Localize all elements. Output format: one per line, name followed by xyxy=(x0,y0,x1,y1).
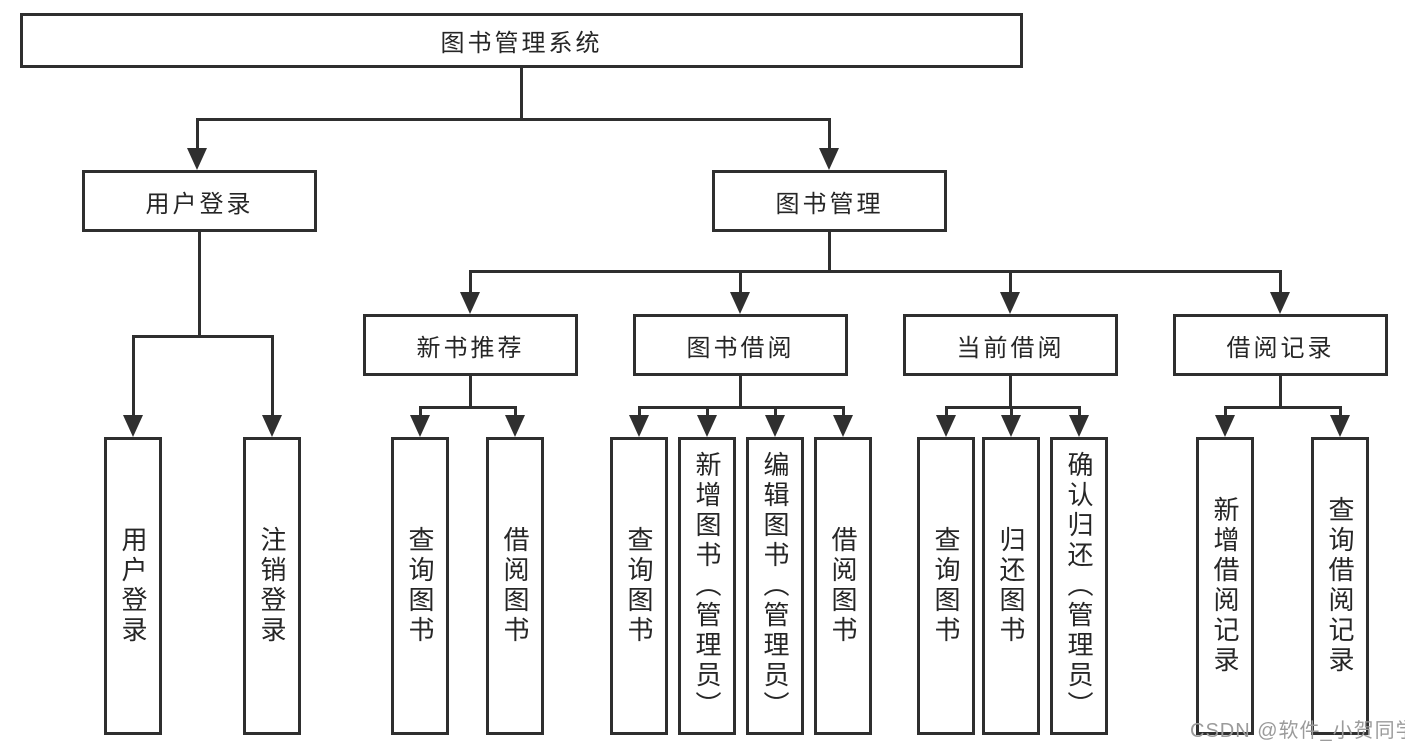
leaf-add-borrow-record: 新增借阅记录 xyxy=(1196,437,1254,735)
connector-line xyxy=(944,405,1081,409)
node-label: 借阅记录 xyxy=(1226,334,1335,362)
leaf-borrow-books-1: 借阅图书 xyxy=(486,437,544,735)
connector-line xyxy=(738,376,742,409)
connector-line xyxy=(1338,407,1342,417)
connector-line xyxy=(637,405,845,409)
node-borrowing-records: 借阅记录 xyxy=(1173,314,1388,376)
connector-line xyxy=(270,336,274,417)
connector-line xyxy=(1008,376,1012,409)
node-label: 当前借阅 xyxy=(956,334,1065,362)
leaf-edit-book-admin: 编辑图书（管理员） xyxy=(746,437,804,735)
leaf-label: 新增借阅记录 xyxy=(1210,496,1240,676)
leaf-label: 归还图书 xyxy=(996,526,1026,646)
connector-line xyxy=(827,119,831,150)
node-label: 用户登录 xyxy=(145,190,254,218)
node-new-book-recommendation: 新书推荐 xyxy=(363,314,578,376)
watermark-text: CSDN @软件_小贺同学 xyxy=(1190,720,1405,742)
connector-line xyxy=(195,119,199,150)
leaf-query-books-3: 查询图书 xyxy=(917,437,975,735)
connector-line xyxy=(1008,271,1012,294)
leaf-query-borrow-record: 查询借阅记录 xyxy=(1311,437,1369,735)
connector-line xyxy=(738,271,742,294)
arrowhead xyxy=(936,415,956,437)
arrowhead xyxy=(187,148,207,170)
arrowhead xyxy=(410,415,430,437)
leaf-user-login: 用户登录 xyxy=(104,437,162,735)
node-label: 新书推荐 xyxy=(416,334,525,362)
connector-line xyxy=(1077,407,1081,417)
leaf-label: 注销登录 xyxy=(257,526,287,646)
leaf-label: 新增图书（管理员） xyxy=(692,451,722,721)
node-current-borrowing: 当前借阅 xyxy=(903,314,1118,376)
connector-line xyxy=(197,232,201,338)
connector-line xyxy=(131,336,135,417)
arrowhead xyxy=(123,415,143,437)
connector-line xyxy=(841,407,845,417)
arrowhead xyxy=(1069,415,1089,437)
arrowhead xyxy=(697,415,717,437)
connector-line xyxy=(1009,407,1013,417)
connector-line xyxy=(418,405,517,409)
connector-line xyxy=(773,407,777,417)
leaf-borrow-books-2: 借阅图书 xyxy=(814,437,872,735)
connector-line xyxy=(705,407,709,417)
node-label: 图书管理系统 xyxy=(440,30,603,57)
leaf-return-books: 归还图书 xyxy=(982,437,1040,735)
connector-line xyxy=(195,117,831,121)
leaf-query-books-1: 查询图书 xyxy=(391,437,449,735)
leaf-label: 用户登录 xyxy=(118,526,148,646)
leaf-label: 查询图书 xyxy=(405,526,435,646)
node-book-management: 图书管理 xyxy=(712,170,947,232)
arrowhead xyxy=(1330,415,1350,437)
arrowhead xyxy=(1215,415,1235,437)
leaf-label: 借阅图书 xyxy=(828,526,858,646)
leaf-label: 借阅图书 xyxy=(500,526,530,646)
connector-line xyxy=(468,271,472,294)
leaf-confirm-return-admin: 确认归还（管理员） xyxy=(1050,437,1108,735)
node-library-management-system: 图书管理系统 xyxy=(20,13,1023,68)
connector-line xyxy=(1223,405,1342,409)
connector-line xyxy=(637,407,641,417)
connector-line xyxy=(1278,376,1282,409)
connector-line xyxy=(418,407,422,417)
leaf-label: 查询图书 xyxy=(624,526,654,646)
node-user-login: 用户登录 xyxy=(82,170,317,232)
node-label: 图书借阅 xyxy=(686,334,795,362)
arrowhead xyxy=(262,415,282,437)
arrowhead xyxy=(629,415,649,437)
arrowhead xyxy=(505,415,525,437)
leaf-label: 编辑图书（管理员） xyxy=(760,451,790,721)
arrowhead xyxy=(1000,292,1020,314)
arrowhead xyxy=(1270,292,1290,314)
connector-line xyxy=(1278,271,1282,294)
connector-line xyxy=(513,407,517,417)
node-label: 图书管理 xyxy=(775,190,884,218)
connector-line xyxy=(468,376,472,409)
leaf-query-books-2: 查询图书 xyxy=(610,437,668,735)
connector-line xyxy=(131,334,274,338)
arrowhead xyxy=(819,148,839,170)
leaf-label: 查询图书 xyxy=(931,526,961,646)
arrowhead xyxy=(765,415,785,437)
connector-line xyxy=(1223,407,1227,417)
leaf-add-book-admin: 新增图书（管理员） xyxy=(678,437,736,735)
connector-line xyxy=(519,68,523,120)
arrowhead xyxy=(460,292,480,314)
connector-line xyxy=(827,232,831,273)
arrowhead xyxy=(1001,415,1021,437)
connector-line xyxy=(944,407,948,417)
leaf-label: 查询借阅记录 xyxy=(1325,496,1355,676)
arrowhead xyxy=(833,415,853,437)
leaf-label: 确认归还（管理员） xyxy=(1064,451,1094,721)
node-book-borrowing: 图书借阅 xyxy=(633,314,848,376)
connector-line xyxy=(468,269,1282,273)
arrowhead xyxy=(730,292,750,314)
leaf-logout-login: 注销登录 xyxy=(243,437,301,735)
